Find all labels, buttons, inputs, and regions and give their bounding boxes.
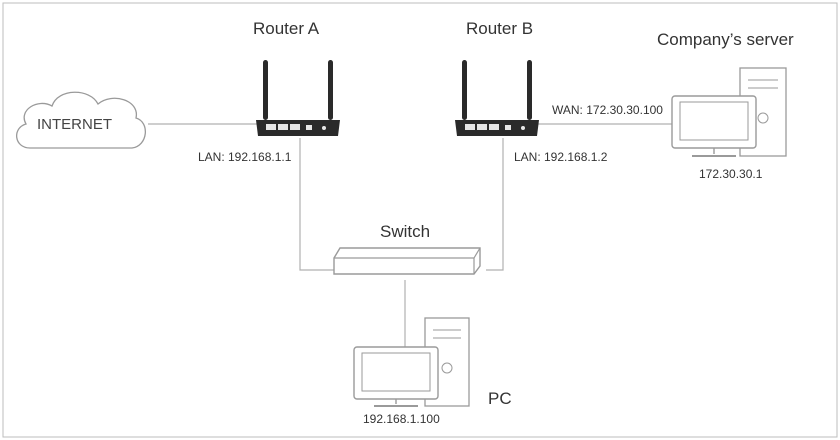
router-icon bbox=[455, 60, 539, 136]
pc-ip-label: 192.168.1.100 bbox=[363, 412, 440, 426]
desktop-computer-icon bbox=[353, 317, 470, 407]
pc-label: PC bbox=[488, 389, 512, 408]
router-a-label: Router A bbox=[253, 19, 320, 38]
line-router-a-switch bbox=[299, 138, 338, 271]
desktop-computer-icon bbox=[671, 67, 787, 157]
switch-icon bbox=[333, 247, 481, 275]
router-a-lan-label: LAN: 192.168.1.1 bbox=[198, 150, 292, 164]
router-b-lan-label: LAN: 192.168.1.2 bbox=[514, 150, 608, 164]
connection-lines bbox=[148, 123, 680, 348]
server-ip-label: 172.30.30.1 bbox=[699, 167, 763, 181]
router-b-wan-label: WAN: 172.30.30.100 bbox=[552, 103, 663, 117]
internet-label: INTERNET bbox=[37, 116, 112, 133]
router-b-label: Router B bbox=[466, 19, 534, 38]
line-router-b-switch bbox=[486, 138, 504, 271]
switch-label: Switch bbox=[380, 222, 431, 241]
router-icon bbox=[256, 60, 340, 136]
company-server-label: Company’s server bbox=[657, 30, 794, 49]
cloud-icon bbox=[16, 91, 146, 149]
